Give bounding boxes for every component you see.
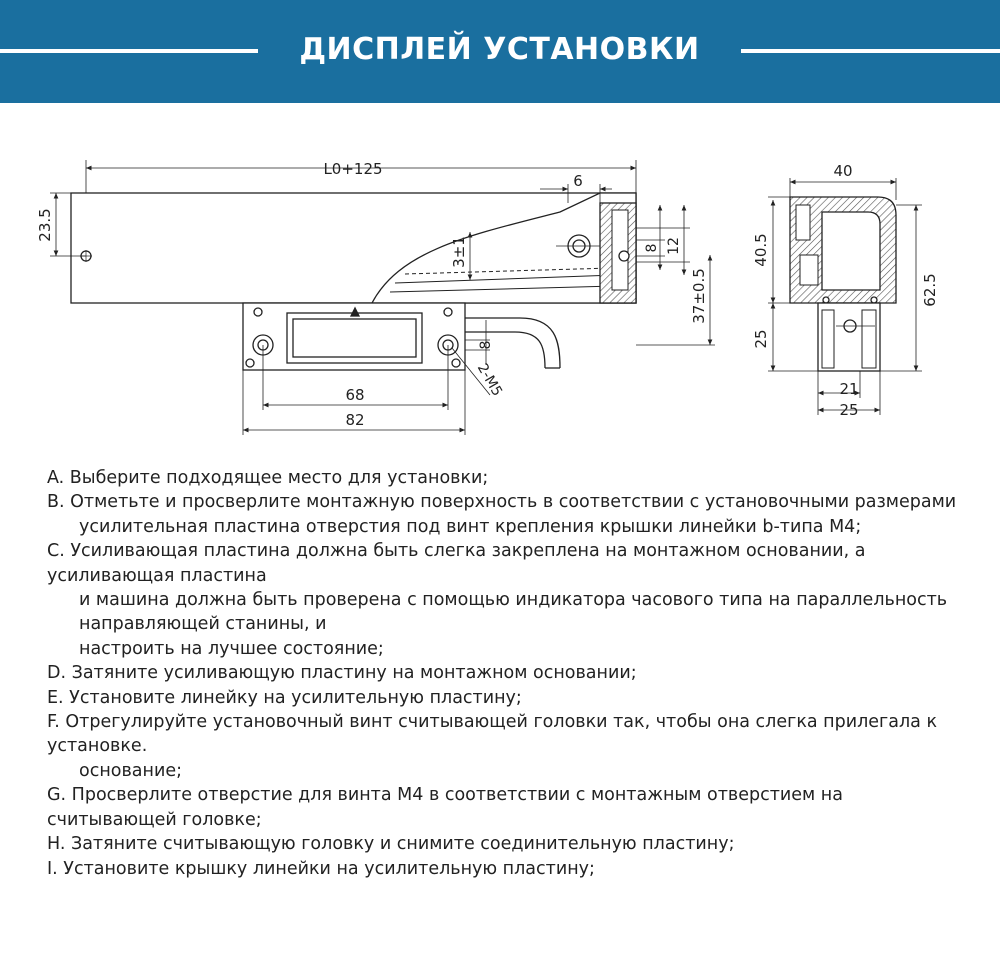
dim-bracket-hole: 8 bbox=[478, 341, 494, 350]
step-f-cont: основание; bbox=[79, 760, 182, 781]
dim-head-clearance: 3±1 bbox=[450, 236, 468, 268]
dim-screw: 2-M5 bbox=[474, 361, 505, 399]
dim-top-offset: 6 bbox=[573, 172, 583, 190]
dim-hole-12: 12 bbox=[666, 237, 682, 255]
dim-left-height: 23.5 bbox=[36, 208, 54, 241]
step-g: G. Просверлите отверстие для винта M4 в … bbox=[47, 785, 843, 830]
step-b-cont: усилительная пластина отверстия под винт… bbox=[79, 516, 862, 537]
dim-outer-span: 82 bbox=[345, 411, 364, 429]
step-c-cont: и машина должна быть проверена с помощью… bbox=[79, 590, 948, 635]
installation-drawing: L0+125 6 23.5 3±1 8 12 37±0.5 8 2-M5 68 … bbox=[36, 160, 939, 435]
dim-side-bottom-inner: 21 bbox=[839, 380, 858, 398]
installation-steps: A. Выберите подходящее место для установ… bbox=[47, 466, 967, 881]
step-e: E. Установите линейку на усилительную пл… bbox=[47, 687, 522, 708]
dim-inner-span: 68 bbox=[345, 386, 364, 404]
dim-side-width: 40 bbox=[833, 162, 852, 180]
dim-side-total-height: 62.5 bbox=[921, 273, 939, 306]
step-f: F. Отрегулируйте установочный винт считы… bbox=[47, 712, 938, 757]
step-c-cont-2: настроить на лучшее состояние; bbox=[79, 638, 384, 659]
dim-side-upper-height: 40.5 bbox=[752, 233, 770, 266]
step-c: C. Усиливающая пластина должна быть слег… bbox=[47, 541, 866, 586]
dim-side-bottom-outer: 25 bbox=[839, 401, 858, 419]
dim-side-lower-height: 25 bbox=[752, 329, 770, 348]
banner-left-rule bbox=[0, 49, 258, 53]
step-i: I. Установите крышку линейки на усилител… bbox=[47, 858, 595, 879]
step-a: A. Выберите подходящее место для установ… bbox=[47, 468, 489, 488]
step-h: H. Затяните считывающую головку и снимит… bbox=[47, 834, 735, 855]
step-d: D. Затяните усиливающую пластину на монт… bbox=[47, 663, 637, 684]
dim-hole-8: 8 bbox=[644, 244, 660, 253]
side-view bbox=[768, 178, 922, 415]
step-b: B. Отметьте и просверлите монтажную пове… bbox=[47, 492, 957, 513]
front-view bbox=[50, 160, 715, 435]
banner-right-rule bbox=[741, 49, 1000, 53]
page-title: ДИСПЛЕЙ УСТАНОВКИ bbox=[299, 32, 700, 67]
dim-head-height: 37±0.5 bbox=[690, 268, 708, 324]
header-banner: ДИСПЛЕЙ УСТАНОВКИ bbox=[0, 0, 1000, 103]
dim-overall-length: L0+125 bbox=[323, 160, 382, 178]
